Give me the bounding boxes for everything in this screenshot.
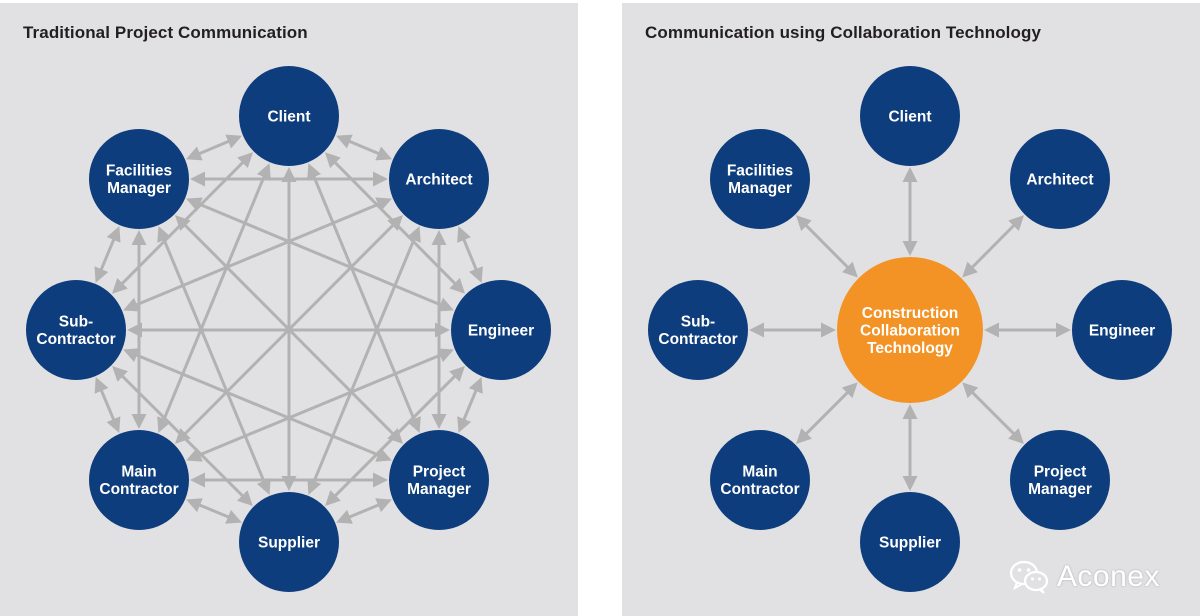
node-facilities-manager-label: Manager <box>107 180 171 197</box>
arrow-sub-contractor-facilities-manager <box>94 226 121 283</box>
node-hub-construction-collaboration-technology-circle <box>837 257 983 403</box>
node-architect: Architect <box>389 129 489 229</box>
collaboration-panel: Communication using Collaboration Techno… <box>622 3 1200 616</box>
node-sub-contractor: Sub-Contractor <box>648 280 748 380</box>
node-facilities-manager-label: Facilities <box>727 163 793 180</box>
node-hub-construction-collaboration-technology-label: Construction <box>862 305 958 322</box>
watermark-text: Aconex <box>1056 560 1160 593</box>
panel-title-traditional: Traditional Project Communication <box>23 23 308 42</box>
node-client: Client <box>239 66 339 166</box>
node-sub-contractor-circle <box>648 280 748 380</box>
panel-title-collaboration: Communication using Collaboration Techno… <box>645 23 1042 42</box>
arrow-hub-main-contractor <box>796 382 858 444</box>
arrow-supplier-facilities-manager <box>157 226 271 495</box>
node-engineer-circle <box>1072 280 1172 380</box>
node-architect-circle <box>1010 129 1110 229</box>
node-facilities-manager-circle <box>710 129 810 229</box>
node-facilities-manager-label: Manager <box>728 180 792 197</box>
node-project-manager-label: Manager <box>1028 481 1092 498</box>
node-sub-contractor: Sub-Contractor <box>26 280 126 380</box>
node-client-label: Client <box>267 108 310 125</box>
node-main-contractor-circle <box>710 430 810 530</box>
node-sub-contractor-label: Sub- <box>59 314 93 331</box>
node-engineer-circle <box>451 280 551 380</box>
node-project-manager-circle <box>1010 430 1110 530</box>
node-main-contractor-label: Contractor <box>720 481 799 498</box>
node-client: Client <box>860 66 960 166</box>
arrow-client-facilities-manager <box>186 134 242 161</box>
traditional-network-diagram: ClientArchitectEngineerProjectManagerSup… <box>26 66 551 592</box>
node-architect-label: Architect <box>1026 171 1093 188</box>
arrow-client-architect <box>336 134 392 161</box>
node-project-manager-circle <box>389 430 489 530</box>
node-supplier-label: Supplier <box>879 534 941 551</box>
node-sub-contractor-circle <box>26 280 126 380</box>
node-supplier-circle <box>860 492 960 592</box>
node-project-manager-label: Project <box>413 464 466 481</box>
node-sub-contractor-label: Contractor <box>36 331 115 348</box>
node-supplier: Supplier <box>239 492 339 592</box>
node-main-contractor-circle <box>89 430 189 530</box>
node-engineer-label: Engineer <box>1089 322 1155 339</box>
wechat-icon <box>1009 560 1049 594</box>
node-supplier-circle <box>239 492 339 592</box>
arrow-architect-engineer <box>457 226 483 283</box>
node-sub-contractor-label: Contractor <box>658 331 737 348</box>
node-architect: Architect <box>1010 129 1110 229</box>
arrow-project-manager-supplier <box>336 498 392 524</box>
node-supplier-label: Supplier <box>258 534 320 551</box>
traditional-communication-panel: Traditional Project Communication Client… <box>0 3 578 616</box>
node-hub-construction-collaboration-technology-label: Collaboration <box>860 322 960 339</box>
node-main-contractor-label: Contractor <box>99 481 178 498</box>
arrow-hub-facilities-manager <box>795 215 858 278</box>
node-engineer: Engineer <box>1072 280 1172 380</box>
node-facilities-manager-circle <box>89 129 189 229</box>
node-facilities-manager-label: Facilities <box>106 163 172 180</box>
watermark: Aconex <box>1009 560 1160 594</box>
arrow-hub-project-manager <box>962 382 1024 444</box>
arrow-hub-architect <box>962 215 1025 278</box>
node-project-manager-label: Project <box>1034 464 1087 481</box>
node-architect-circle <box>389 129 489 229</box>
node-client-label: Client <box>888 108 931 125</box>
node-engineer-label: Engineer <box>468 322 534 339</box>
node-engineer: Engineer <box>451 280 551 380</box>
node-supplier: Supplier <box>860 492 960 592</box>
node-hub-construction-collaboration-technology-label: Technology <box>867 340 953 357</box>
arrow-supplier-main-contractor <box>186 498 242 524</box>
node-sub-contractor-label: Sub- <box>681 314 715 331</box>
node-client-circle <box>860 66 960 166</box>
node-main-contractor-label: Main <box>742 464 777 481</box>
node-project-manager-label: Manager <box>407 481 471 498</box>
arrow-engineer-project-manager <box>457 377 483 433</box>
arrow-main-contractor-sub-contractor <box>94 377 121 433</box>
node-architect-label: Architect <box>405 171 472 188</box>
node-main-contractor-label: Main <box>121 464 156 481</box>
node-client-circle <box>239 66 339 166</box>
